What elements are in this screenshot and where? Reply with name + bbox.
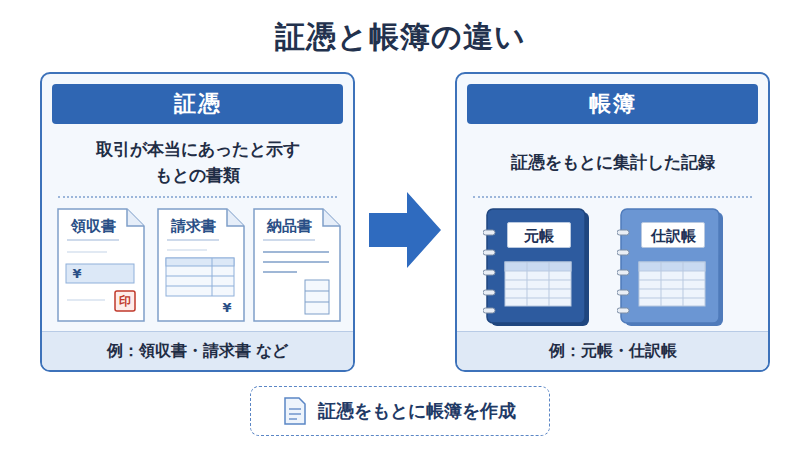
ledger-book: 仕訳帳 bbox=[617, 208, 725, 328]
binder-ring bbox=[617, 230, 629, 235]
category-panel: 帳簿証憑をもとに集計した記録例：元帳・仕訳帳 元帳 仕訳帳 bbox=[455, 72, 770, 372]
table-rule bbox=[505, 280, 571, 281]
panel-heading: 帳簿 bbox=[467, 84, 758, 124]
binder-ring bbox=[483, 308, 495, 313]
paper-fold bbox=[227, 209, 244, 226]
diagram-title: 証憑と帳簿の違い bbox=[0, 12, 800, 62]
block-arrow bbox=[369, 192, 441, 268]
text-line bbox=[67, 299, 105, 300]
paper-sheet bbox=[158, 209, 244, 321]
note-text: 証憑をもとに帳簿を作成 bbox=[318, 399, 516, 423]
paper-sheet bbox=[254, 209, 340, 321]
panel-example: 例：領収書・請求書 など bbox=[42, 331, 353, 370]
table-rule bbox=[166, 276, 234, 277]
table-rule bbox=[505, 289, 571, 290]
table-rule bbox=[639, 298, 705, 299]
seal-mark: 印 bbox=[114, 290, 136, 312]
binder-ring bbox=[483, 250, 495, 255]
document-title: 請求書 bbox=[157, 217, 229, 236]
table-rule bbox=[166, 286, 234, 287]
currency-symbol: ¥ bbox=[219, 298, 235, 318]
document-card: 領収書 ¥ 印 bbox=[57, 208, 145, 322]
table-rule bbox=[305, 302, 329, 303]
panel-description: 取引が本当にあったと示す もとの書類 bbox=[72, 130, 323, 194]
document-icon bbox=[284, 397, 306, 425]
table-header bbox=[505, 262, 571, 271]
text-line bbox=[263, 251, 329, 253]
text-line bbox=[263, 261, 329, 263]
icon-sheet bbox=[285, 398, 305, 424]
document-title: 領収書 bbox=[57, 217, 129, 236]
text-line bbox=[263, 271, 297, 273]
panel-example: 例：元帳・仕訳帳 bbox=[457, 331, 768, 370]
table-rule bbox=[305, 291, 329, 292]
table-rule bbox=[549, 262, 550, 306]
text-line bbox=[167, 249, 207, 250]
currency-symbol: ¥ bbox=[69, 264, 85, 284]
ledger-table bbox=[639, 262, 705, 306]
table-rule bbox=[639, 289, 705, 290]
icon-line bbox=[289, 413, 301, 414]
item-table bbox=[166, 258, 234, 296]
paper-fold bbox=[323, 209, 340, 226]
ledger-table bbox=[505, 262, 571, 306]
binder-ring bbox=[617, 250, 629, 255]
item-table bbox=[305, 280, 329, 314]
text-line bbox=[67, 251, 107, 252]
panel-description: 証憑をもとに集計した記録 bbox=[487, 130, 738, 194]
binder-ring bbox=[483, 270, 495, 275]
binder-ring bbox=[617, 290, 629, 295]
text-line bbox=[67, 239, 119, 240]
panel-heading: 証憑 bbox=[52, 84, 343, 124]
note-icon bbox=[284, 397, 306, 425]
category-panel: 証憑取引が本当にあったと示す もとの書類例：領収書・請求書 など領収書¥印請求書… bbox=[40, 72, 355, 372]
dotted-separator bbox=[58, 196, 337, 198]
paper-sheet bbox=[58, 209, 144, 321]
document-title: 納品書 bbox=[253, 217, 325, 236]
paper-fold bbox=[127, 209, 144, 226]
text-line bbox=[167, 239, 219, 240]
ledger-book: 元帳 bbox=[483, 208, 591, 328]
binder-ring bbox=[617, 308, 629, 313]
table-rule bbox=[639, 280, 705, 281]
table-header bbox=[639, 262, 705, 271]
amount-field bbox=[66, 264, 134, 283]
book-cover bbox=[487, 209, 585, 323]
binder-ring bbox=[617, 270, 629, 275]
text-line bbox=[263, 239, 315, 240]
document-card: 納品書 bbox=[253, 208, 341, 322]
table-rule bbox=[505, 298, 571, 299]
summary-note: 証憑をもとに帳簿を作成 bbox=[250, 386, 550, 436]
table-header bbox=[166, 258, 234, 266]
document-card: 請求書 ¥ bbox=[157, 208, 245, 322]
dotted-separator bbox=[473, 196, 752, 198]
binder-ring bbox=[483, 230, 495, 235]
table-rule bbox=[527, 262, 528, 306]
seal-frame bbox=[115, 291, 135, 311]
icon-line bbox=[289, 418, 297, 419]
table-rule bbox=[683, 262, 684, 306]
table-rule bbox=[212, 258, 213, 296]
icon-line bbox=[289, 408, 301, 409]
binder-ring bbox=[483, 290, 495, 295]
book-label: 仕訳帳 bbox=[641, 222, 705, 248]
book-label: 元帳 bbox=[507, 222, 571, 248]
table-rule bbox=[661, 262, 662, 306]
book-cover bbox=[621, 209, 719, 323]
